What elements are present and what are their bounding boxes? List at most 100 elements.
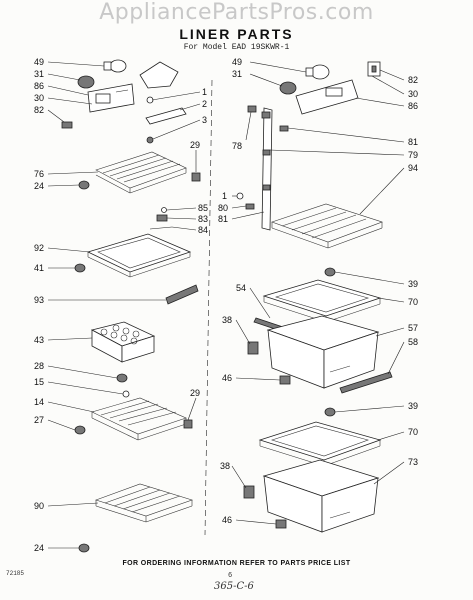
callout-l1: 1 [202, 87, 207, 97]
callout-r86: 86 [408, 101, 418, 111]
watermark: AppliancePartsPros.com [99, 0, 374, 25]
page-number: 6 [228, 572, 233, 580]
callout-l41: 41 [34, 263, 44, 273]
callout-r81: 81 [408, 137, 418, 147]
callout-l24: 24 [34, 181, 44, 191]
light-bulb-right [305, 64, 330, 80]
callout-r81b: 81 [218, 214, 228, 224]
shelf-support-24b [78, 543, 90, 553]
callout-l82: 82 [34, 105, 44, 115]
shield-bracket-left [145, 107, 187, 125]
ordering-footer: FOR ORDERING INFORMATION REFER TO PARTS … [122, 560, 351, 567]
wire-shelf-14 [91, 397, 187, 441]
crisper-pan-73 [262, 459, 380, 533]
callout-r58: 58 [408, 337, 418, 347]
part-28 [116, 373, 128, 383]
page-title: LINER PARTS [179, 26, 294, 42]
callout-r46: 46 [222, 373, 232, 383]
callout-l15: 15 [34, 377, 44, 387]
callout-l49: 49 [34, 57, 44, 67]
callout-l90: 90 [34, 501, 44, 511]
right-leader-lines [231, 61, 405, 525]
roller-38b [243, 485, 255, 499]
shelf-support-39b [324, 407, 336, 417]
callout-r31: 31 [232, 69, 242, 79]
trim-58 [339, 371, 393, 394]
callout-l3: 3 [202, 115, 207, 125]
callout-l92: 92 [34, 243, 44, 253]
glass-shelf-92 [86, 233, 192, 278]
light-bulb-left [103, 59, 127, 73]
shelf-rail-79 [261, 107, 273, 231]
callout-r30: 30 [408, 89, 418, 99]
handwritten-note: 365-C-6 [214, 581, 254, 592]
callout-r78: 78 [232, 141, 242, 151]
shelf-support-24 [78, 180, 90, 190]
screw-left [146, 136, 154, 144]
socket-left [77, 75, 95, 89]
callout-l24b: 24 [34, 543, 44, 553]
center-divider [204, 79, 213, 536]
glass-shelf-70 [262, 279, 382, 323]
clip-80 [245, 203, 255, 210]
callout-l29: 29 [190, 140, 200, 150]
callout-l31: 31 [34, 69, 44, 79]
callout-l14: 14 [34, 397, 44, 407]
shelf-support-39 [324, 267, 336, 277]
wire-shelf-76 [95, 151, 187, 194]
callout-r54: 54 [236, 283, 246, 293]
callout-l27: 27 [34, 415, 44, 425]
shelf-clip-29 [191, 172, 201, 182]
light-shield-left [139, 61, 179, 89]
slide-46b [275, 519, 287, 529]
wire-shelf-94 [271, 203, 383, 249]
callout-r80: 80 [218, 203, 228, 213]
callout-l29b: 29 [190, 388, 200, 398]
model-subtitle: For Model EAD 19SKWR-1 [183, 43, 290, 52]
callout-r79: 79 [408, 150, 418, 160]
roller-38 [247, 341, 259, 355]
light-housing-left [87, 83, 135, 113]
slide-46 [279, 375, 291, 385]
callout-l76: 76 [34, 169, 44, 179]
bracket-78 [247, 105, 257, 113]
wire-shelf-90 [95, 483, 193, 523]
callout-r38b: 38 [220, 461, 230, 471]
switch-right [367, 61, 381, 77]
clip-81 [279, 125, 289, 132]
glass-shelf-70b [258, 421, 382, 467]
socket-right [279, 81, 297, 95]
callout-l28: 28 [34, 361, 44, 371]
callout-l86: 86 [34, 81, 44, 91]
callout-r39b: 39 [408, 401, 418, 411]
shelf-support-41 [74, 263, 86, 273]
callout-r38: 38 [222, 315, 232, 325]
hardware-84 [149, 226, 173, 230]
callout-r57: 57 [408, 323, 418, 333]
left-callout-labels: 49 31 86 30 82 1 2 3 29 76 24 85 83 84 9… [34, 57, 208, 553]
screw-1 [236, 192, 244, 200]
drawing-code: 72185 [6, 570, 25, 577]
callout-r70b: 70 [408, 427, 418, 437]
ice-tray-43 [90, 321, 156, 363]
part-15 [122, 390, 130, 398]
callout-l2: 2 [202, 99, 207, 109]
right-callout-labels: 49 31 82 30 86 78 81 79 94 1 80 81 39 54… [218, 57, 418, 525]
callout-r70: 70 [408, 297, 418, 307]
callout-l83: 83 [198, 214, 208, 224]
callout-r49: 49 [232, 57, 242, 67]
light-housing-right [295, 79, 359, 115]
callout-l43: 43 [34, 335, 44, 345]
shelf-clip-29b [183, 419, 193, 429]
callout-r46b: 46 [222, 515, 232, 525]
callout-r39: 39 [408, 279, 418, 289]
callout-r73: 73 [408, 457, 418, 467]
callout-r94: 94 [408, 163, 418, 173]
switch-left [61, 121, 73, 129]
callout-l84: 84 [198, 225, 208, 235]
callout-r1: 1 [222, 191, 227, 201]
crisper-pan-57 [266, 315, 380, 389]
callout-l30: 30 [34, 93, 44, 103]
